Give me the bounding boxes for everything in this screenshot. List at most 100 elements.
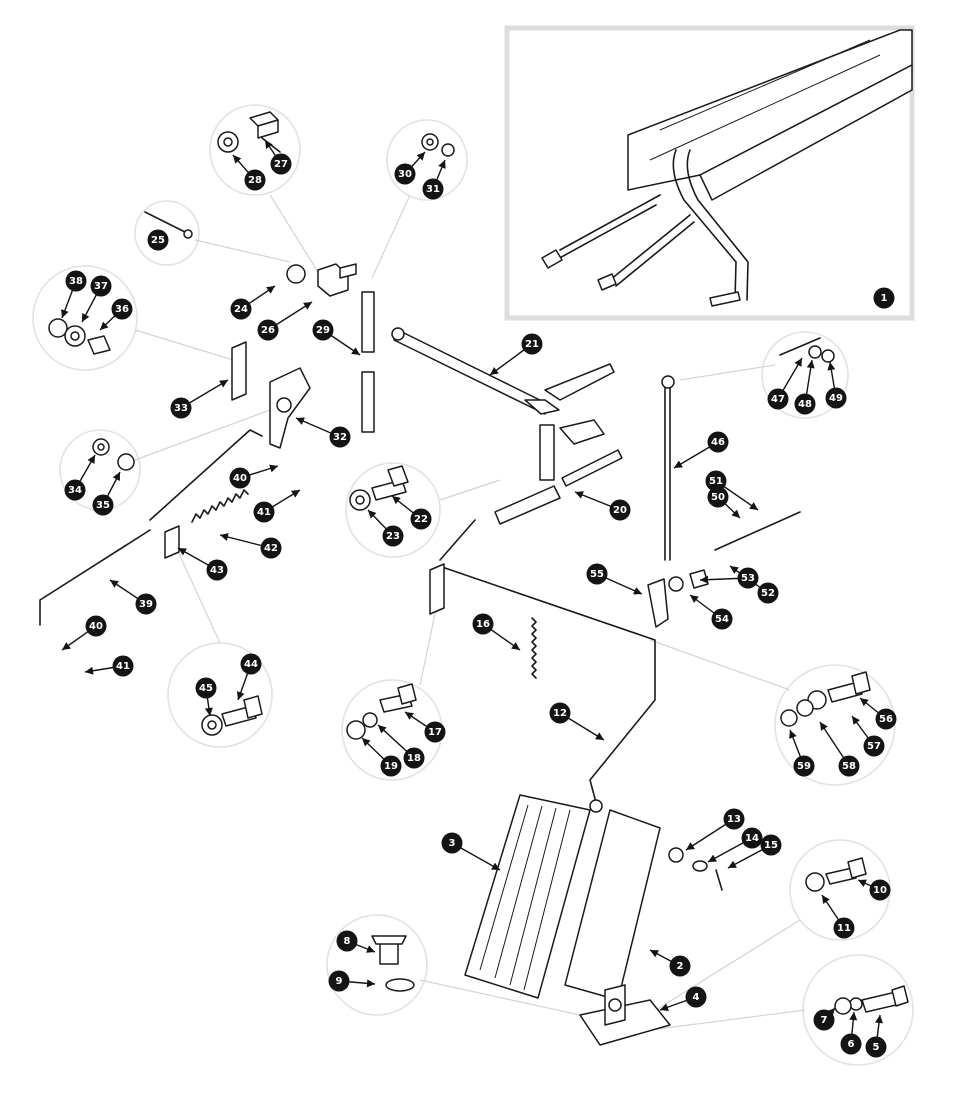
callout-disc [422, 178, 444, 200]
callout-number: 9 [336, 976, 343, 987]
callout-31: 31 [422, 159, 446, 200]
arrowhead [730, 566, 739, 574]
arrowhead [438, 160, 446, 169]
callout-disc [328, 970, 350, 992]
callout-number: 46 [711, 437, 725, 448]
arrowhead [686, 842, 695, 850]
callout-number: 29 [316, 325, 330, 336]
callout-22: 22 [391, 495, 432, 530]
arrowhead [61, 309, 69, 318]
callout-24: 24 [230, 285, 276, 320]
callout-disc [441, 832, 463, 854]
callout-disc [170, 397, 192, 419]
arrowhead [789, 730, 797, 739]
arrowhead [204, 707, 213, 716]
callout-disc [863, 735, 885, 757]
callout-40b: 40 [61, 615, 107, 651]
callout-29: 29 [312, 319, 361, 356]
callout-number: 56 [879, 714, 893, 725]
callout-number: 50 [711, 492, 725, 503]
arrowhead [351, 347, 360, 355]
callout-number: 12 [553, 708, 567, 719]
callout-number: 1 [881, 293, 888, 304]
callout-disc [869, 879, 891, 901]
callout-disc [329, 426, 351, 448]
callout-59: 59 [789, 729, 815, 777]
callout-disc [794, 393, 816, 415]
callout-number: 8 [344, 936, 351, 947]
callout-38: 38 [61, 270, 87, 319]
arrowhead [416, 152, 425, 161]
callout-disc [336, 930, 358, 952]
callout-disc [403, 747, 425, 769]
callout-disc [711, 608, 733, 630]
callout-33: 33 [170, 379, 229, 419]
arrowhead [633, 587, 642, 595]
callout-36: 36 [99, 298, 133, 331]
hardware-parts [48, 111, 909, 1015]
callout-14: 14 [707, 827, 763, 863]
callout-disc [793, 755, 815, 777]
arrowhead [794, 358, 802, 367]
arrowhead [511, 642, 520, 650]
arrowhead [806, 360, 815, 369]
callout-9: 9 [328, 970, 376, 992]
arrowhead [85, 666, 94, 675]
callout-55: 55 [586, 563, 643, 595]
callout-10: 10 [857, 879, 891, 901]
callout-disc [229, 467, 251, 489]
callout-45: 45 [195, 677, 217, 717]
callout-disc [840, 1033, 862, 1055]
callout-disc [813, 1009, 835, 1031]
callout-58: 58 [819, 721, 860, 777]
callout-number: 59 [797, 761, 811, 772]
callout-number: 58 [842, 761, 856, 772]
callout-number: 25 [151, 235, 165, 246]
callout-2: 2 [649, 949, 691, 977]
callout-49: 49 [825, 361, 847, 409]
callout-number: 21 [525, 339, 539, 350]
callout-number: 53 [741, 573, 755, 584]
callout-number: 48 [798, 399, 812, 410]
callout-number: 24 [234, 304, 248, 315]
callout-disc [382, 525, 404, 547]
arrowhead [731, 509, 740, 518]
callout-number: 51 [709, 476, 723, 487]
callout-disc [64, 479, 86, 501]
callout-disc [767, 388, 789, 410]
arrowhead [595, 732, 604, 740]
callout-37: 37 [81, 275, 112, 323]
callout-number: 11 [837, 923, 851, 934]
callout-43: 43 [177, 547, 228, 581]
arrowhead [405, 712, 414, 720]
arrowhead [849, 1012, 858, 1021]
callout-number: 41 [116, 661, 130, 672]
callout-17: 17 [404, 711, 446, 743]
callout-28: 28 [232, 154, 266, 191]
callout-disc [873, 287, 895, 309]
callout-41a: 41 [253, 489, 301, 523]
callout-number: 13 [727, 814, 741, 825]
callout-6: 6 [840, 1011, 862, 1055]
callout-disc [111, 298, 133, 320]
callout-16: 16 [472, 613, 521, 651]
arrowhead [265, 140, 273, 149]
arrowhead [728, 860, 737, 868]
callout-26: 26 [257, 301, 313, 341]
callout-disc [424, 721, 446, 743]
arrowhead [112, 472, 120, 481]
callout-disc [838, 755, 860, 777]
callout-number: 31 [426, 184, 440, 195]
callout-disc [206, 559, 228, 581]
arrowhead [266, 286, 275, 294]
arrowhead [110, 580, 119, 588]
callout-disc [244, 169, 266, 191]
callout-number: 3 [449, 838, 456, 849]
callout-number: 33 [174, 403, 188, 414]
arrowhead [827, 362, 836, 371]
callout-13: 13 [685, 808, 745, 851]
callout-39: 39 [109, 579, 157, 615]
callout-23: 23 [367, 509, 404, 547]
arrowhead [749, 502, 758, 510]
